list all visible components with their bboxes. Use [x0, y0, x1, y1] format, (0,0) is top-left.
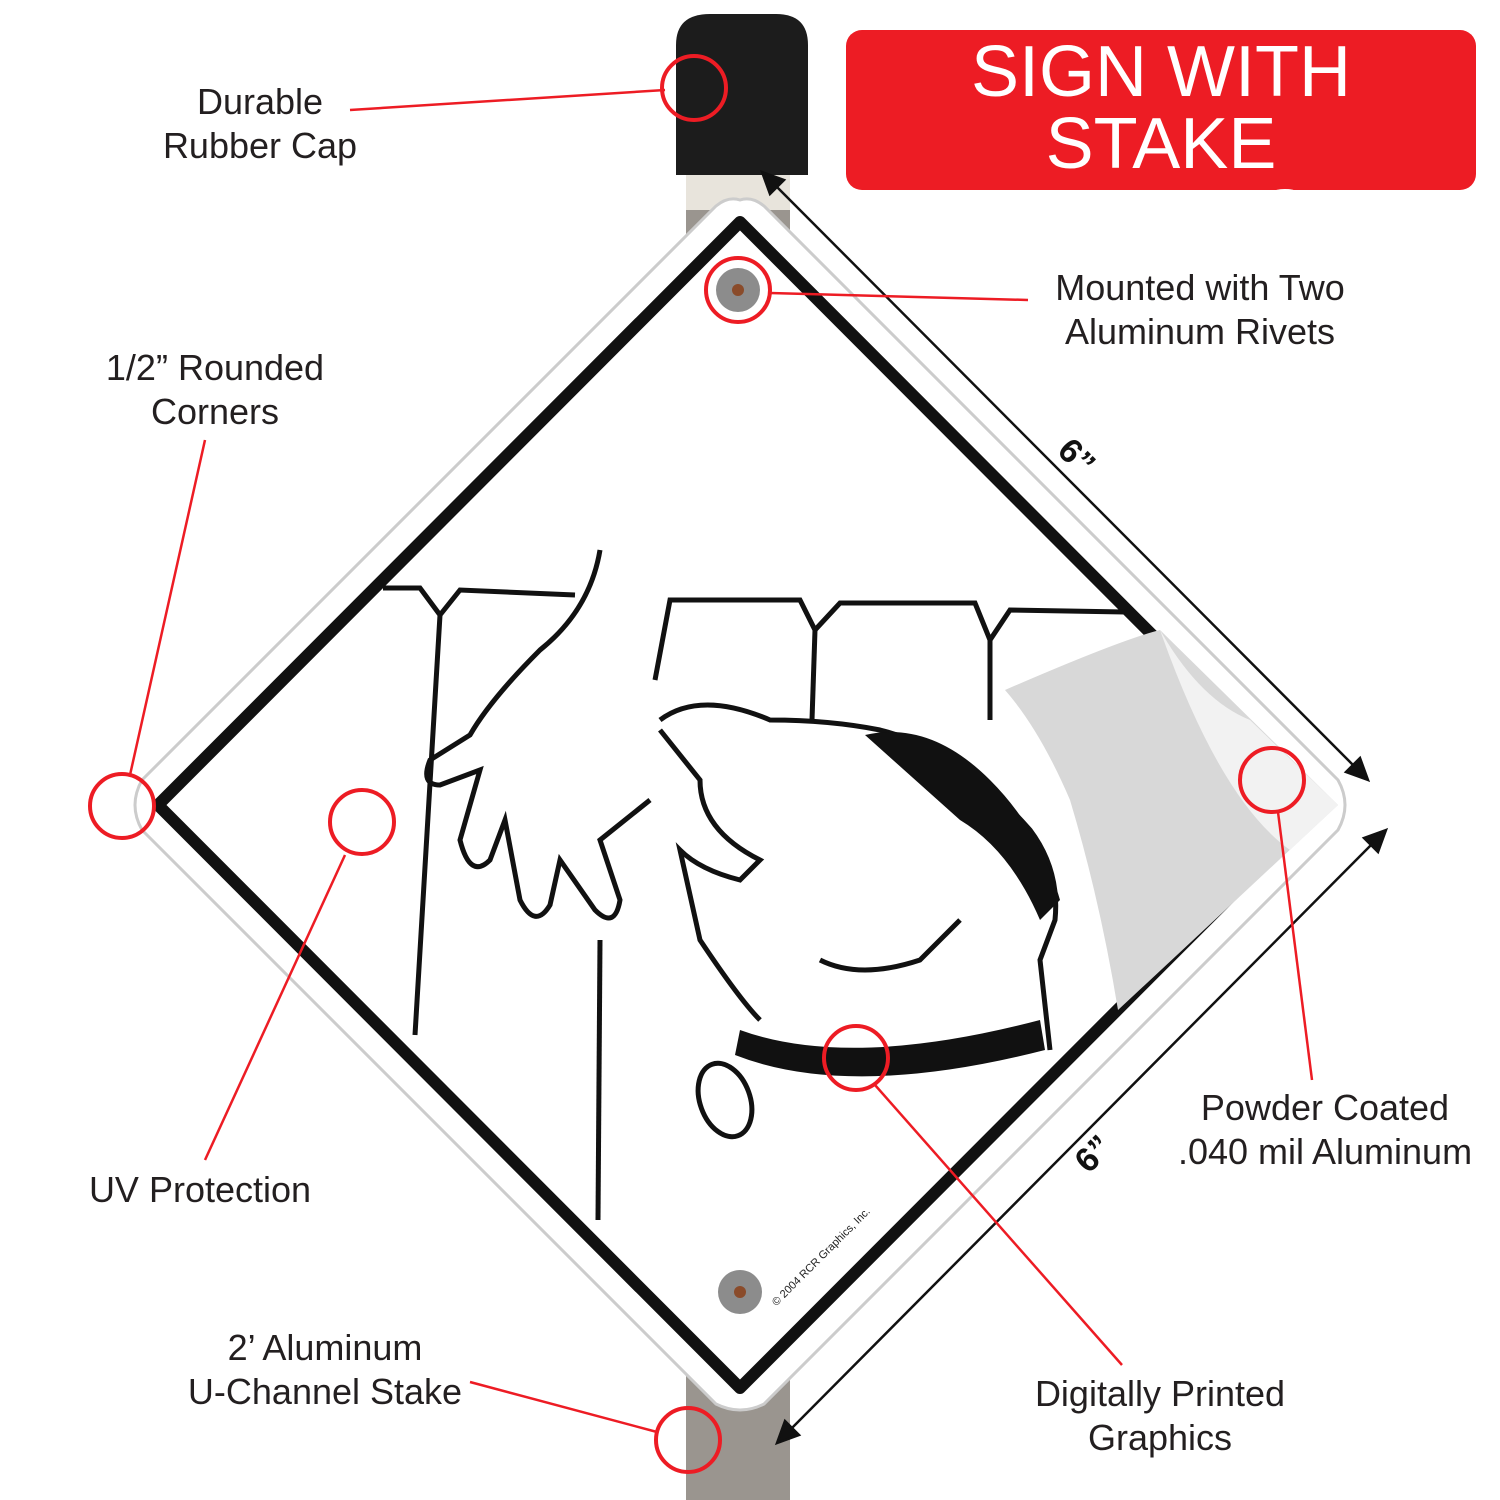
title-banner: SIGN WITH STAKE DETAILS: [846, 30, 1476, 252]
rubber-cap: [676, 14, 808, 175]
title-line-1: SIGN WITH STAKE: [971, 32, 1351, 184]
dog-collar: [735, 1020, 1045, 1077]
title-line-2: DETAILS: [1013, 176, 1309, 256]
callout-rivets: Mounted with Two Aluminum Rivets: [1055, 267, 1345, 352]
callout-uv-protection: UV Protection: [88, 1169, 312, 1210]
skull-tag-icon: [695, 1060, 755, 1140]
callout-aluminum: Powder Coated .040 mil Aluminum: [1177, 1087, 1473, 1172]
callout-markers: [88, 54, 1314, 1474]
callout-stake: 2’ Aluminum U-Channel Stake: [187, 1327, 463, 1412]
fence-graphic: [383, 549, 1126, 1221]
dimension-arrows: [759, 169, 1389, 1446]
callout-graphics: Digitally Printed Graphics: [1034, 1373, 1286, 1458]
callout-rounded-corners: 1/2” Rounded Corners: [105, 347, 325, 432]
diamond-sign: [133, 197, 1347, 1412]
callout-rubber-cap: Durable Rubber Cap: [162, 81, 358, 166]
